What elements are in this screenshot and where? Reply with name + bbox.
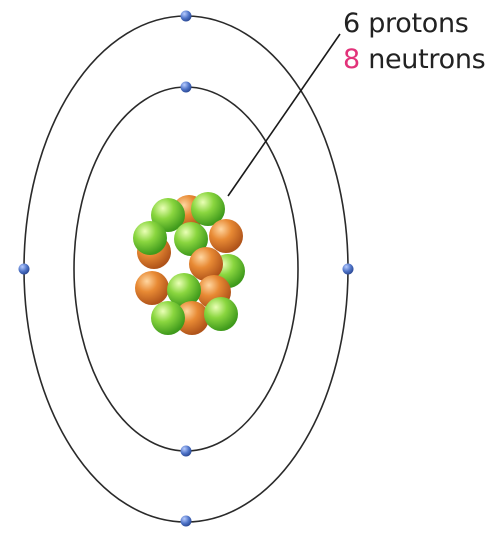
electron [19, 264, 30, 275]
protons-text: protons [368, 8, 468, 39]
proton [204, 297, 238, 331]
nucleus [133, 192, 245, 335]
neutrons-count: 8 [343, 44, 360, 75]
proton [133, 221, 167, 255]
protons-count: 6 [343, 8, 360, 39]
proton [151, 301, 185, 335]
electron [181, 446, 192, 457]
inner-orbit [74, 87, 298, 451]
neutron [135, 271, 169, 305]
particle-count-labels: 6 protons 8 neutrons [343, 6, 485, 78]
neutrons-text: neutrons [368, 44, 485, 75]
electron [181, 11, 192, 22]
electron [343, 264, 354, 275]
neutrons-label: 8 neutrons [343, 42, 485, 78]
electron [181, 82, 192, 93]
protons-label: 6 protons [343, 6, 485, 42]
neutron [209, 219, 243, 253]
electron [181, 516, 192, 527]
